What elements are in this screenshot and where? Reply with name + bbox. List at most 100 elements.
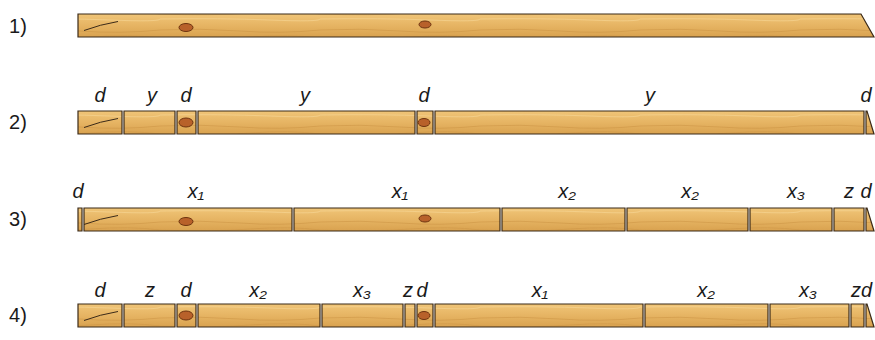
knot [179,24,193,32]
piece-label: y [300,84,310,106]
piece-label: y [147,84,157,106]
piece-label: z [851,279,861,301]
knot [419,215,431,222]
piece-label: d [180,279,191,301]
board-piece-outline [177,111,196,134]
board-piece [124,304,175,327]
crack [84,22,118,31]
piece-label: x₁ [188,180,204,202]
board-piece-outline [750,208,832,231]
board-piece [322,304,403,327]
piece-label: d [94,84,105,106]
knot [179,218,193,226]
board-piece [78,14,874,37]
row-number: 4) [9,304,27,326]
board-piece [78,111,122,134]
board-piece [866,111,874,134]
board-piece [177,111,196,134]
piece-label: d [416,279,427,301]
board-piece-outline [866,208,874,231]
piece-label: x₂ [697,279,715,301]
crack [84,119,118,128]
board-piece [124,111,175,134]
board-piece-outline [405,304,415,327]
board-piece-outline [177,304,196,327]
piece-label: d [418,84,429,106]
board-piece [435,304,643,327]
board-piece [750,208,832,231]
row-number: 3) [9,208,27,230]
piece-label: x₃ [787,180,805,202]
board-piece [866,208,874,231]
board-piece [294,208,500,231]
piece-label: d [180,84,191,106]
knot [419,21,431,28]
board-piece-outline [78,111,122,134]
board-piece [851,304,864,327]
board-piece-outline [866,111,874,134]
board-piece-outline [124,111,175,134]
piece-label: d [861,279,872,301]
piece-label: d [94,279,105,301]
board-piece-outline [851,304,864,327]
piece-label: d [72,180,83,202]
board-piece-outline [435,304,643,327]
knot [418,119,430,127]
board-piece [84,208,292,231]
board-piece [417,111,433,134]
board-piece-outline [198,304,320,327]
piece-label: x₂ [249,279,267,301]
board-piece [417,304,433,327]
board-piece [770,304,849,327]
row-number: 1) [9,15,27,37]
board-piece-outline [502,208,625,231]
knot [179,311,193,320]
board-piece [78,304,122,327]
board-piece-outline [435,111,864,134]
board-piece-outline [84,208,292,231]
board-piece [198,111,415,134]
piece-label: z [145,279,155,301]
board-piece [834,208,864,231]
board-piece-outline [770,304,849,327]
board-piece-outline [645,304,768,327]
piece-label: x₁ [392,180,408,202]
board-piece-outline [834,208,864,231]
piece-label: z [844,180,854,202]
board-piece [78,208,82,231]
board-piece-outline [78,14,874,37]
board-piece-outline [78,208,82,231]
piece-label: x₂ [558,180,576,202]
board-piece-outline [78,304,122,327]
board-piece [627,208,748,231]
crack [84,216,118,225]
piece-label: d [860,84,871,106]
crack [84,312,118,321]
piece-label: x₃ [799,279,817,301]
board-piece [866,304,874,327]
board-piece [405,304,415,327]
board-piece-outline [866,304,874,327]
board-piece-outline [627,208,748,231]
board-piece [177,304,196,327]
piece-label: x₁ [532,279,548,301]
board-piece-outline [198,111,415,134]
knot [179,118,193,127]
board-piece [645,304,768,327]
row-number: 2) [9,111,27,133]
board-piece [435,111,864,134]
knot [418,312,430,320]
piece-label: x₃ [353,279,371,301]
board-piece-outline [417,111,433,134]
piece-label: x₂ [681,180,699,202]
board-piece-outline [322,304,403,327]
piece-label: y [645,84,655,106]
board-piece-outline [417,304,433,327]
board-piece [198,304,320,327]
piece-label: d [860,180,871,202]
board-piece-outline [124,304,175,327]
board-piece-outline [294,208,500,231]
piece-label: z [403,279,413,301]
